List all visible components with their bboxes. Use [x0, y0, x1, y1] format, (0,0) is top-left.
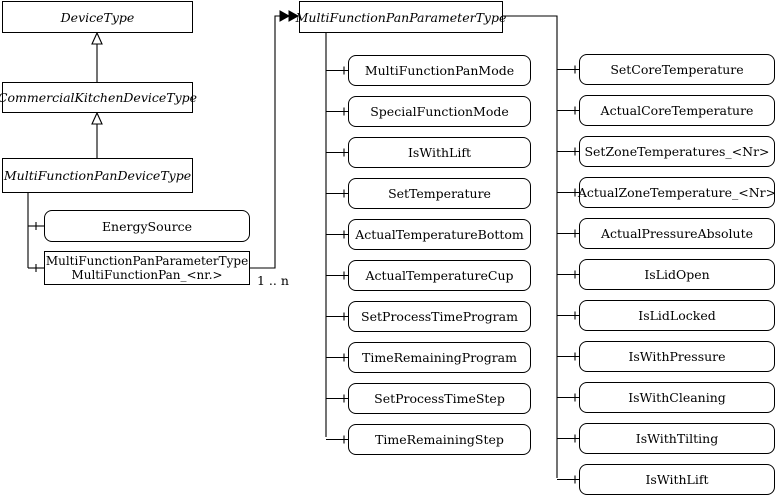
param-label: IsWithTilting — [635, 431, 719, 446]
param-label: ActualTemperatureCup — [365, 268, 514, 283]
param-box-actualzonetemperature-nr: ActualZoneTemperature_<Nr> — [577, 177, 777, 208]
param-box-multifunctionpanmode: MultiFunctionPanMode — [348, 55, 531, 86]
multi-function-pan-parameter-instance-box: MultiFunctionPanParameterType MultiFunct… — [44, 251, 250, 285]
param-label: SpecialFunctionMode — [370, 104, 509, 119]
param-box-setcoretemperature: SetCoreTemperature — [579, 54, 775, 85]
device-type-box: DeviceType — [2, 1, 193, 33]
param-label: SetZoneTemperatures_<Nr> — [584, 144, 770, 159]
instance-type-label: MultiFunctionPanParameterType — [45, 253, 249, 268]
param-label: SetProcessTimeProgram — [361, 309, 518, 324]
param-label: SetTemperature — [388, 186, 491, 201]
param-box-iswithpressure: IsWithPressure — [579, 341, 775, 372]
param-box-setzonetemperatures-nr: SetZoneTemperatures_<Nr> — [579, 136, 775, 167]
param-label: ActualTemperatureBottom — [355, 227, 524, 242]
param-label: MultiFunctionPanMode — [364, 63, 515, 78]
param-box-settemperature: SetTemperature — [348, 178, 531, 209]
param-box-iswithtilting: IsWithTilting — [579, 423, 775, 454]
energy-source-box: EnergySource — [44, 210, 250, 242]
param-box-islidlocked: IsLidLocked — [579, 300, 775, 331]
param-label: ActualCoreTemperature — [600, 103, 754, 118]
param-box-setprocesstimeprogram: SetProcessTimeProgram — [348, 301, 531, 332]
instance-name-label: MultiFunctionPan_<nr.> — [71, 268, 223, 282]
param-box-iswithcleaning: IsWithCleaning — [579, 382, 775, 413]
param-label: SetProcessTimeStep — [374, 391, 505, 406]
commercial-kitchen-device-type-label: CommercialKitchenDeviceType — [0, 90, 198, 105]
param-label: TimeRemainingProgram — [362, 350, 517, 365]
param-box-actualpressureabsolute: ActualPressureAbsolute — [579, 218, 775, 249]
param-box-specialfunctionmode: SpecialFunctionMode — [348, 96, 531, 127]
multiplicity-label: 1 .. n — [257, 273, 289, 288]
multi-function-pan-device-type-box: MultiFunctionPanDeviceType — [2, 158, 193, 193]
energy-source-label: EnergySource — [101, 218, 193, 234]
param-box-iswithlift: IsWithLift — [348, 137, 531, 168]
commercial-kitchen-device-type-box: CommercialKitchenDeviceType — [0, 82, 197, 113]
param-box-islidopen: IsLidOpen — [579, 259, 775, 290]
param-box-actualtemperaturecup: ActualTemperatureCup — [348, 260, 531, 291]
param-label: IsLidLocked — [638, 308, 716, 323]
multi-function-pan-parameter-type-box: MultiFunctionPanParameterType — [296, 1, 506, 33]
param-label: IsWithCleaning — [628, 390, 726, 405]
param-box-actualtemperaturebottom: ActualTemperatureBottom — [348, 219, 531, 250]
param-label: ActualPressureAbsolute — [600, 226, 754, 241]
multi-function-pan-device-type-label: MultiFunctionPanDeviceType — [3, 168, 192, 183]
param-label: TimeRemainingStep — [375, 432, 504, 447]
param-box-setprocesstimestep: SetProcessTimeStep — [348, 383, 531, 414]
param-label: IsLidOpen — [644, 267, 710, 282]
param-box-iswithlift: IsWithLift — [579, 464, 775, 495]
multi-function-pan-parameter-type-label: MultiFunctionPanParameterType — [295, 9, 507, 25]
param-box-actualcoretemperature: ActualCoreTemperature — [579, 95, 775, 126]
param-label: SetCoreTemperature — [610, 62, 744, 77]
param-label: ActualZoneTemperature_<Nr> — [577, 185, 777, 200]
param-box-timeremainingprogram: TimeRemainingProgram — [348, 342, 531, 373]
param-label: IsWithLift — [645, 472, 709, 487]
param-box-timeremainingstep: TimeRemainingStep — [348, 424, 531, 455]
param-label: IsWithPressure — [628, 349, 726, 364]
device-type-label: DeviceType — [60, 9, 135, 25]
param-label: IsWithLift — [407, 145, 471, 160]
